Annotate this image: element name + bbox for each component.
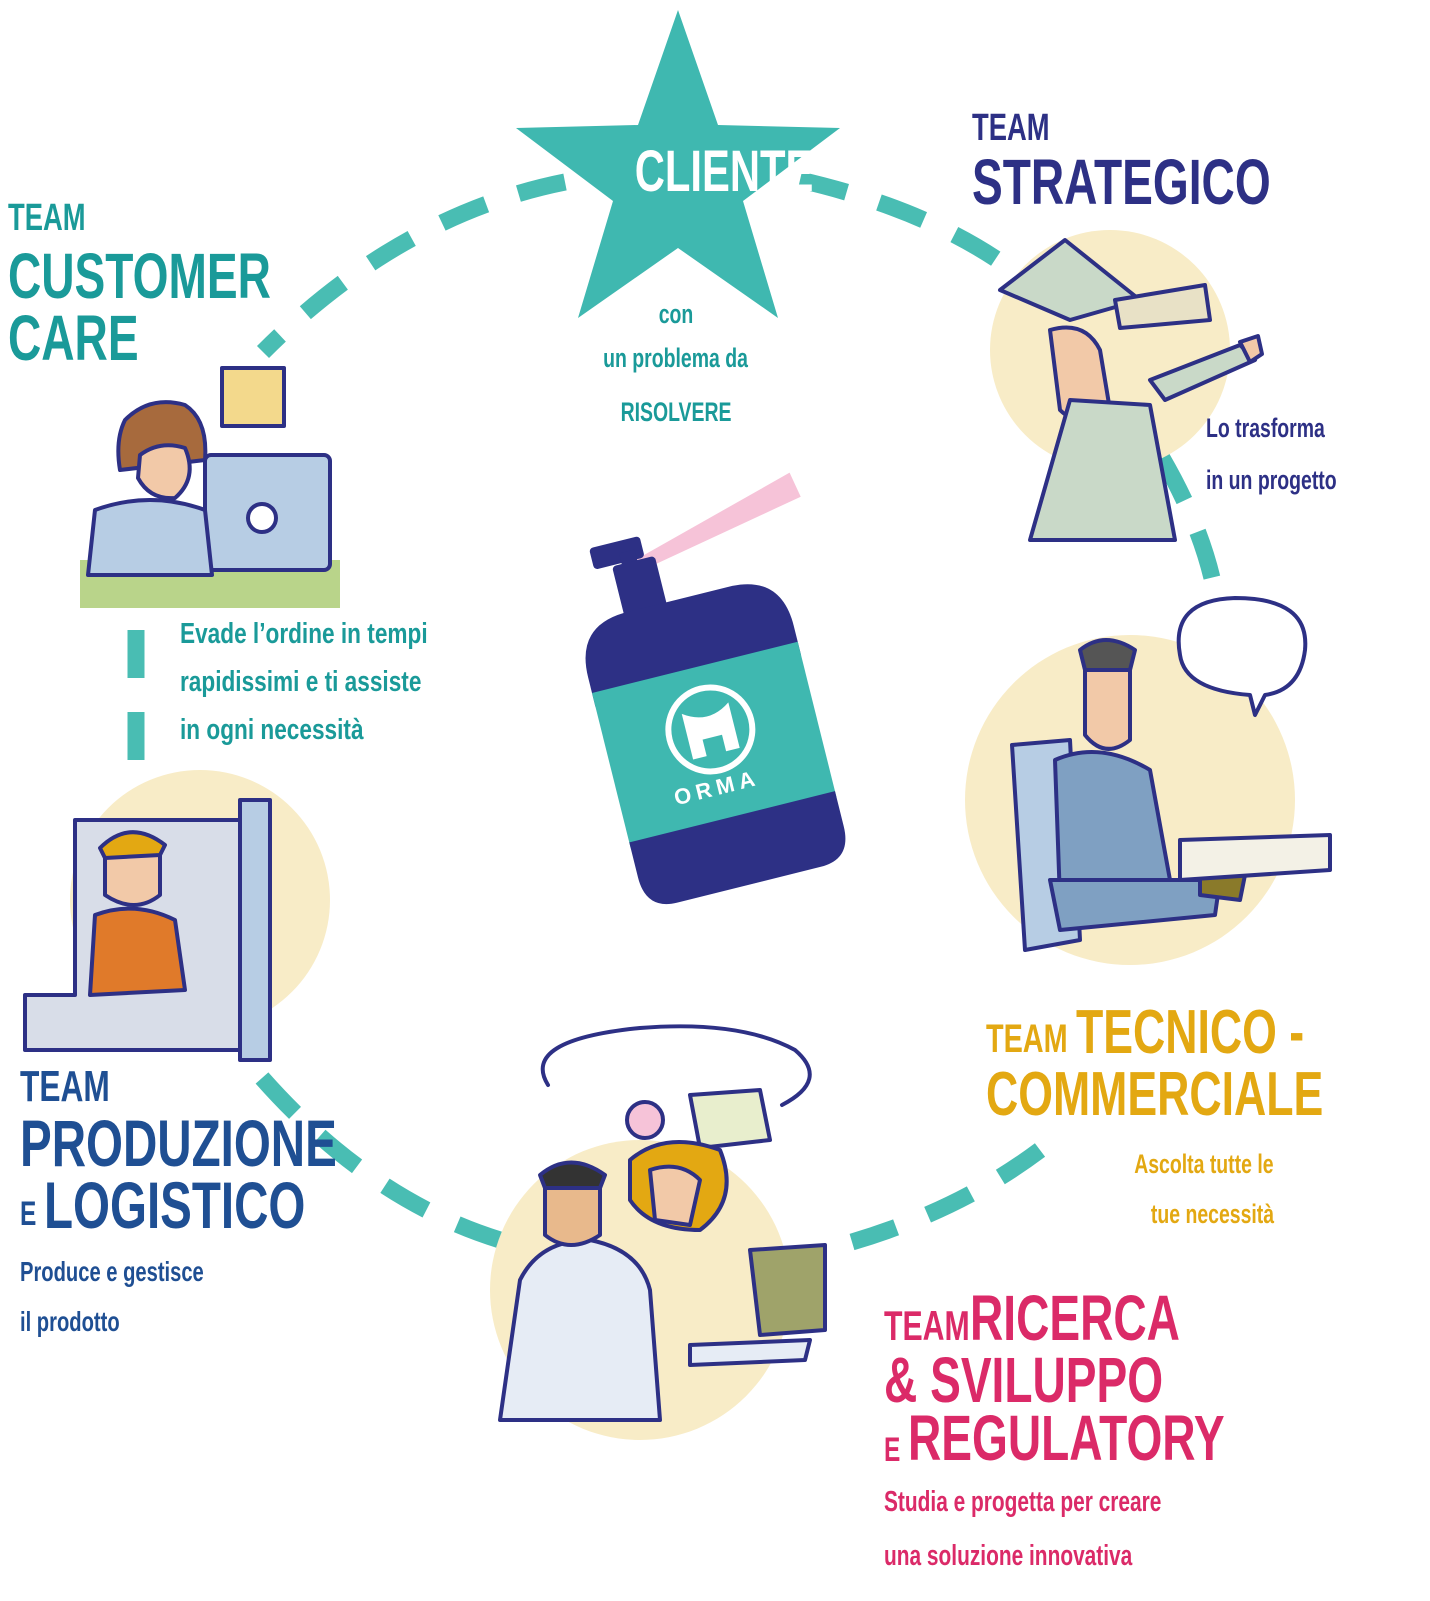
customer-care-title-line-2: CARE [8,302,139,374]
strategico-desc-line-1: Lo trasforma [1206,413,1325,443]
ricerca-team-prefix: TEAM [884,1302,970,1349]
strategico-title: STRATEGICO [972,146,1271,218]
researchers-in-lab-illustration [498,1024,827,1422]
orma-bottle-icon [585,472,846,904]
forklift-driver-illustration [23,798,272,1062]
dashed-cycle-path [127,171,1221,1251]
tecnico-team-prefix: TEAM [986,1017,1068,1061]
ricerca-title-line-1: RICERCA [970,1282,1180,1354]
cliente-sub-line-2: un problema da [603,343,749,373]
spray-mist [633,472,801,573]
detective-with-telescope-illustration [998,238,1264,542]
ricerca-desc-line-1: Studia e progetta per creare [884,1486,1162,1518]
cliente-sub-line-3: RISOLVERE [620,397,732,427]
produzione-team-prefix: TEAM [20,1062,110,1111]
ricerca-title-line-2: & SVILUPPO [884,1344,1164,1416]
customer-care-operator-illustration [80,366,340,608]
strategico-desc-line-2: in un progetto [1206,465,1337,495]
speech-bubble-icon [1176,596,1308,717]
thought-bubble-icon [540,1024,812,1107]
star-shape [516,10,840,318]
sales-consultant-illustration [1010,596,1332,952]
produzione-desc-line-1: Produce e gestisce [20,1256,204,1287]
produzione-title-line-2: LOGISTICO [44,1168,306,1242]
produzione-desc-line-2: il prodotto [20,1306,120,1337]
tecnico-title-line-2: COMMERCIALE [986,1060,1324,1129]
tecnico-title-line-1: TECNICO - [1076,998,1305,1067]
ricerca-title-line-3: REGULATORY [908,1402,1225,1474]
customer-care-desc-line-2: rapidissimi e ti assiste [180,666,422,698]
tecnico-desc-line-2: tue necessità [1150,1199,1274,1229]
cliente-label: CLIENTE [634,139,814,204]
customer-care-desc-line-3: in ogni necessità [180,714,364,746]
produzione-title-line-1: PRODUZIONE [20,1106,337,1180]
tecnico-desc-line-1: Ascolta tutte le [1134,1149,1274,1179]
ricerca-desc-line-2: una soluzione innovativa [884,1540,1133,1572]
customer-care-desc-line-1: Evade l’ordine in tempi [180,618,428,650]
cliente-sub-line-1: con [658,299,694,329]
strategico-team-prefix: TEAM [972,107,1050,149]
customer-care-title-line-1: CUSTOMER [8,240,271,312]
cliente-star [516,10,840,318]
customer-care-team-prefix: TEAM [8,197,86,239]
ricerca-conjunction: E [884,1431,901,1469]
produzione-conjunction: E [20,1195,37,1233]
